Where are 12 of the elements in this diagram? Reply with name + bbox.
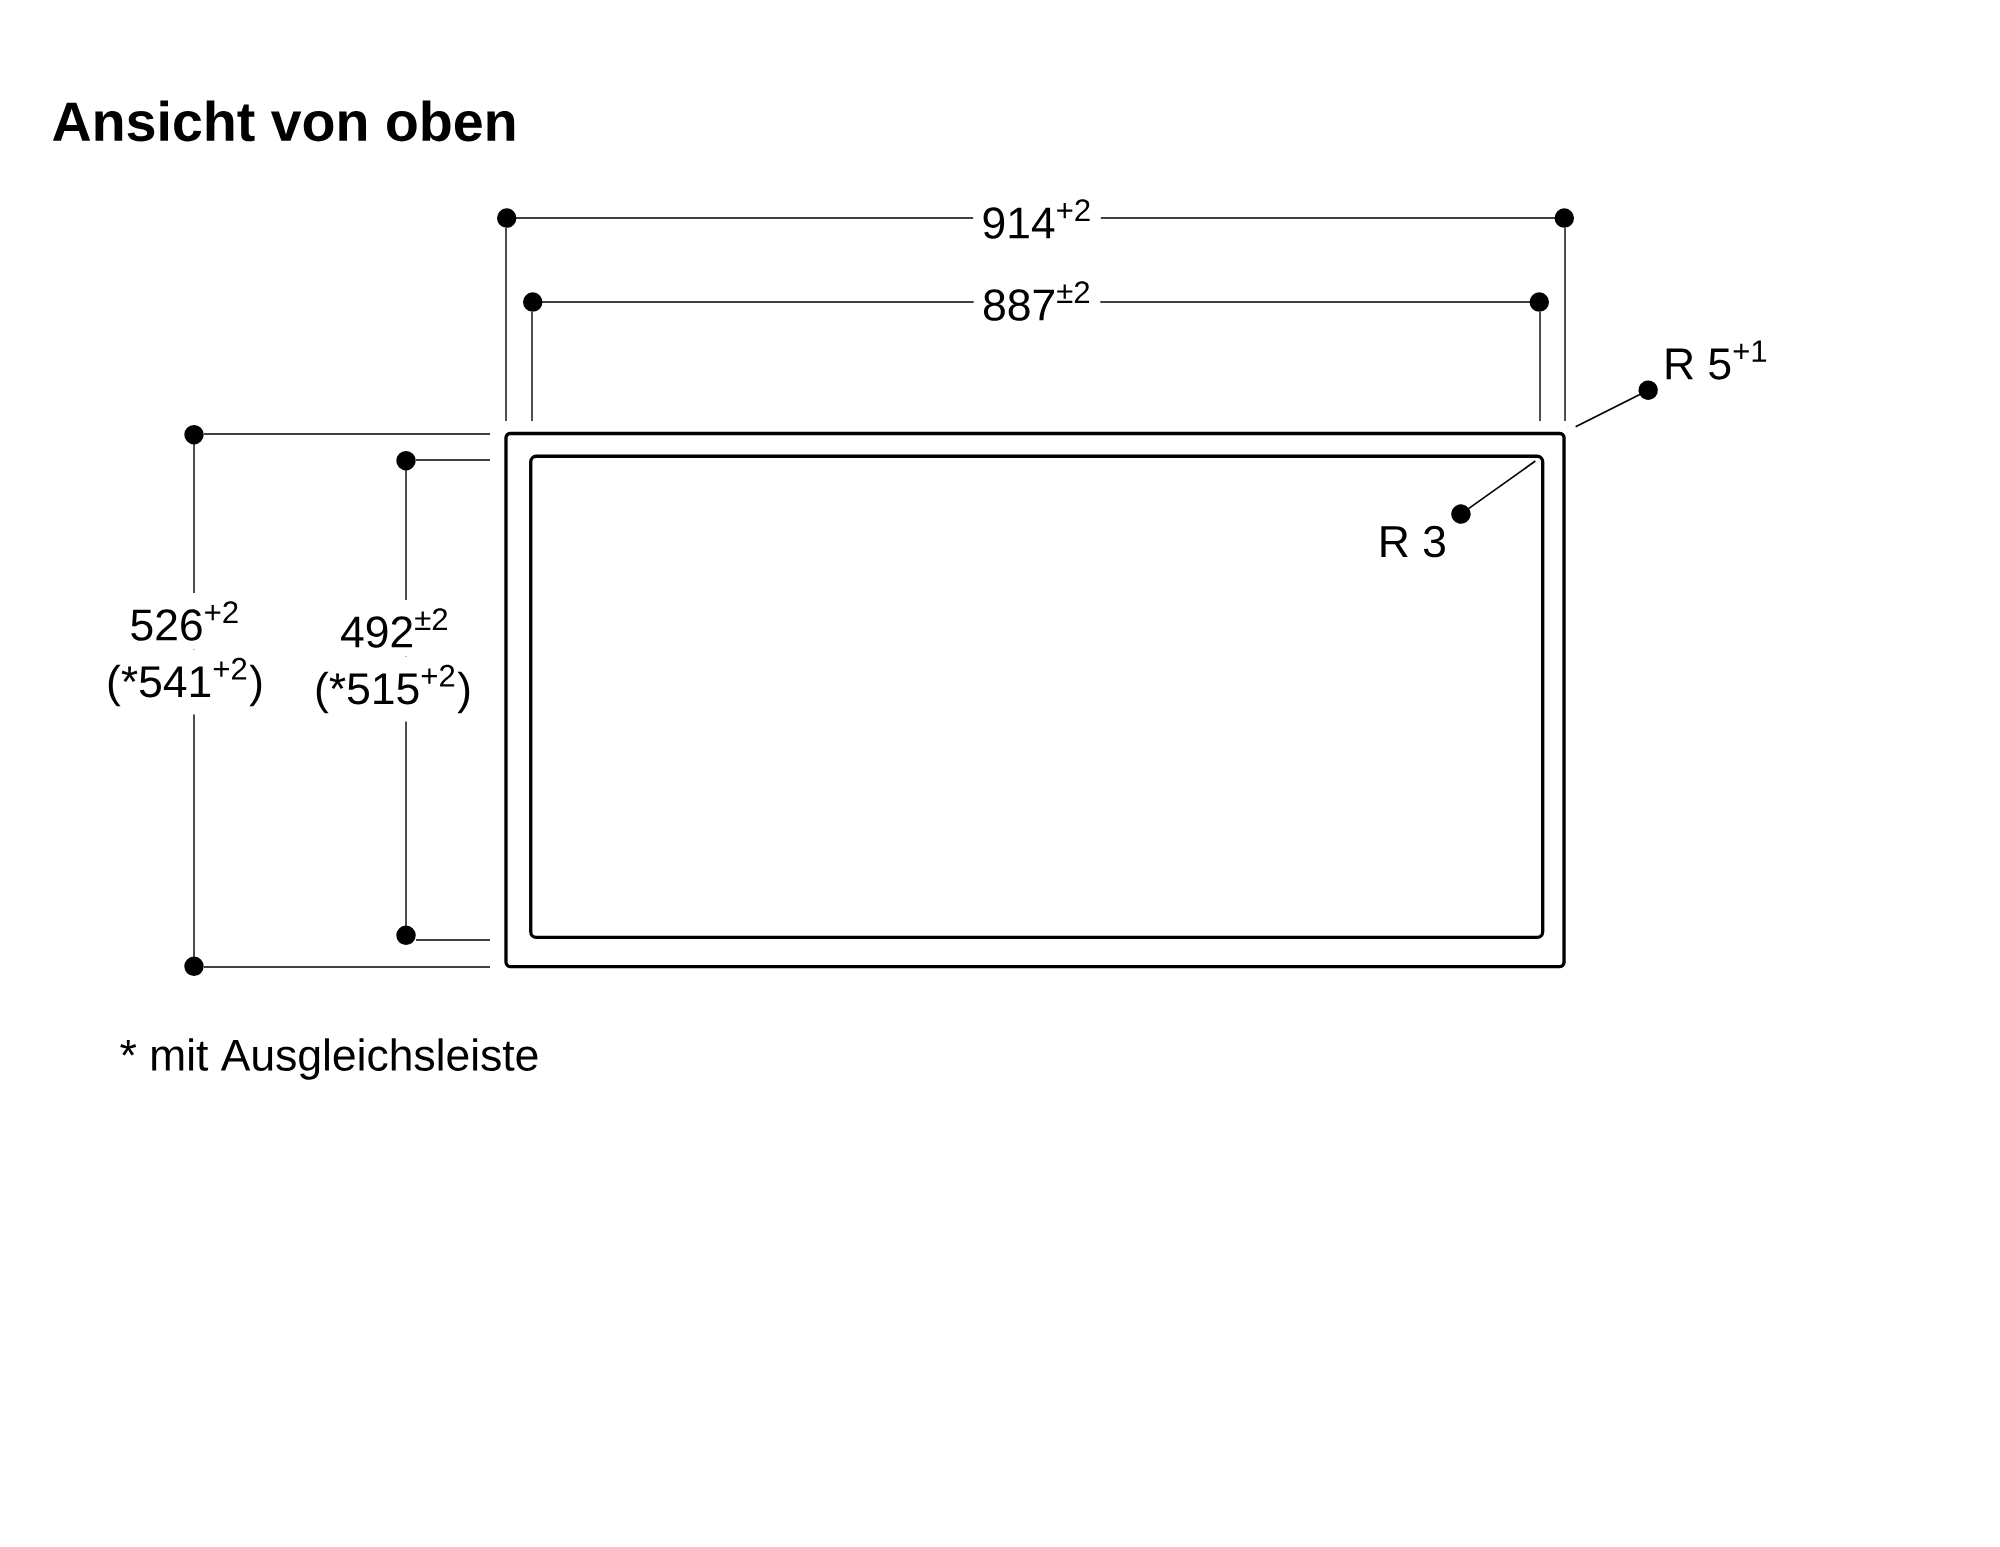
dimension-label: (*515$^{+2}$): [305, 656, 481, 722]
leader-line: [1574, 380, 1658, 428]
dimension-label: 914$^{+2}$: [973, 190, 1101, 248]
dimension-label: (*541$^{+2}$): [97, 649, 273, 715]
radius-label: R 3: [1381, 525, 1445, 558]
leader-line: [1451, 460, 1537, 524]
radius-label: R 5$^{+1}$: [1666, 340, 1767, 380]
title: Ansicht von oben: [52, 100, 515, 142]
dimension-label: 492$^{±2}$: [331, 599, 459, 657]
dimension-label: 887$^{±2}$: [973, 272, 1101, 330]
footnote: * mit Ausgleichsleiste: [120, 1038, 538, 1080]
dimension-label: 526$^{+2}$: [121, 592, 249, 650]
